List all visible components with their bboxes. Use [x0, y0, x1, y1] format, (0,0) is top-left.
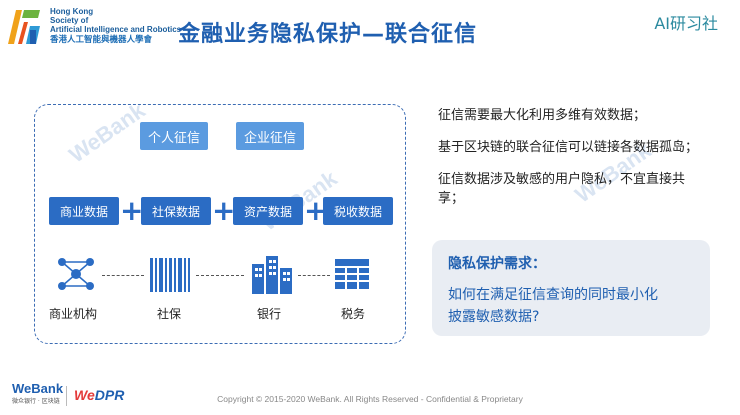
privacy-need-line-1: 如何在满足征信查询的同时最小化	[448, 287, 658, 303]
org-name-en-2: Society of	[50, 16, 89, 25]
privacy-need-panel	[432, 240, 710, 336]
enterprise-credit-box: 企业征信	[236, 122, 304, 150]
webank-logo: WeBank 微众银行 · 区块链	[12, 381, 63, 405]
footer-divider	[66, 386, 67, 406]
label-bank: 银行	[257, 307, 282, 321]
plus-sign: +	[304, 194, 328, 227]
social-security-data-box: 社保数据	[141, 197, 211, 225]
brand-logo-text: AI研习社	[654, 14, 718, 33]
personal-credit-box: 个人征信	[140, 122, 208, 150]
label-tax: 税务	[341, 307, 366, 321]
dashed-connector	[196, 275, 244, 276]
label-social-security: 社保	[157, 307, 182, 321]
commercial-data-box: 商业数据	[49, 197, 119, 225]
hksair-logo	[6, 6, 42, 46]
page-title: 金融业务隐私保护—联合征信	[178, 22, 478, 47]
point-3-line-1: 征信数据涉及敏感的用户隐私，不宜直接共	[438, 172, 686, 187]
wedpr-logo: WeDPR	[74, 387, 124, 403]
point-3-line-2: 享；	[438, 191, 465, 206]
org-name-en-3: Artificial Intelligence and Robotics	[50, 25, 182, 34]
dashed-connector	[102, 275, 144, 276]
label-commercial-institution: 商业机构	[49, 307, 98, 321]
tax-data-box: 税收数据	[323, 197, 393, 225]
privacy-need-line-2: 披露敏感数据?	[448, 309, 540, 325]
dashed-connector	[298, 275, 330, 276]
privacy-need-title: 隐私保护需求：	[448, 256, 546, 272]
org-name-zh: 香港人工智能與機器人學會	[50, 34, 153, 44]
privacy-need-text: 如何在满足征信查询的同时最小化 披露敏感数据?	[448, 284, 658, 328]
network-icon	[54, 254, 98, 298]
webank-logo-text: WeBank	[12, 381, 64, 396]
asset-data-box: 资产数据	[233, 197, 303, 225]
plus-sign: +	[212, 194, 236, 227]
plus-sign: +	[120, 194, 144, 227]
bank-building-icon	[248, 254, 294, 298]
point-2: 基于区块链的联合征信可以链接各数据孤岛；	[438, 140, 699, 155]
copyright-notice: Copyright © 2015-2020 WeBank. All Rights…	[217, 394, 523, 404]
wedpr-logo-we: We	[74, 387, 95, 403]
wedpr-logo-dpr: DPR	[94, 387, 125, 403]
webank-logo-subtext: 微众银行 · 区块链	[12, 398, 60, 405]
diagram-panel	[34, 104, 406, 344]
org-name: Hong Kong Society of Artificial Intellig…	[50, 7, 181, 44]
table-grid-icon	[334, 258, 370, 294]
point-1: 征信需要最大化利用多维有效数据；	[438, 108, 647, 123]
org-name-en-1: Hong Kong	[50, 7, 94, 16]
barcode-icon	[150, 258, 190, 296]
